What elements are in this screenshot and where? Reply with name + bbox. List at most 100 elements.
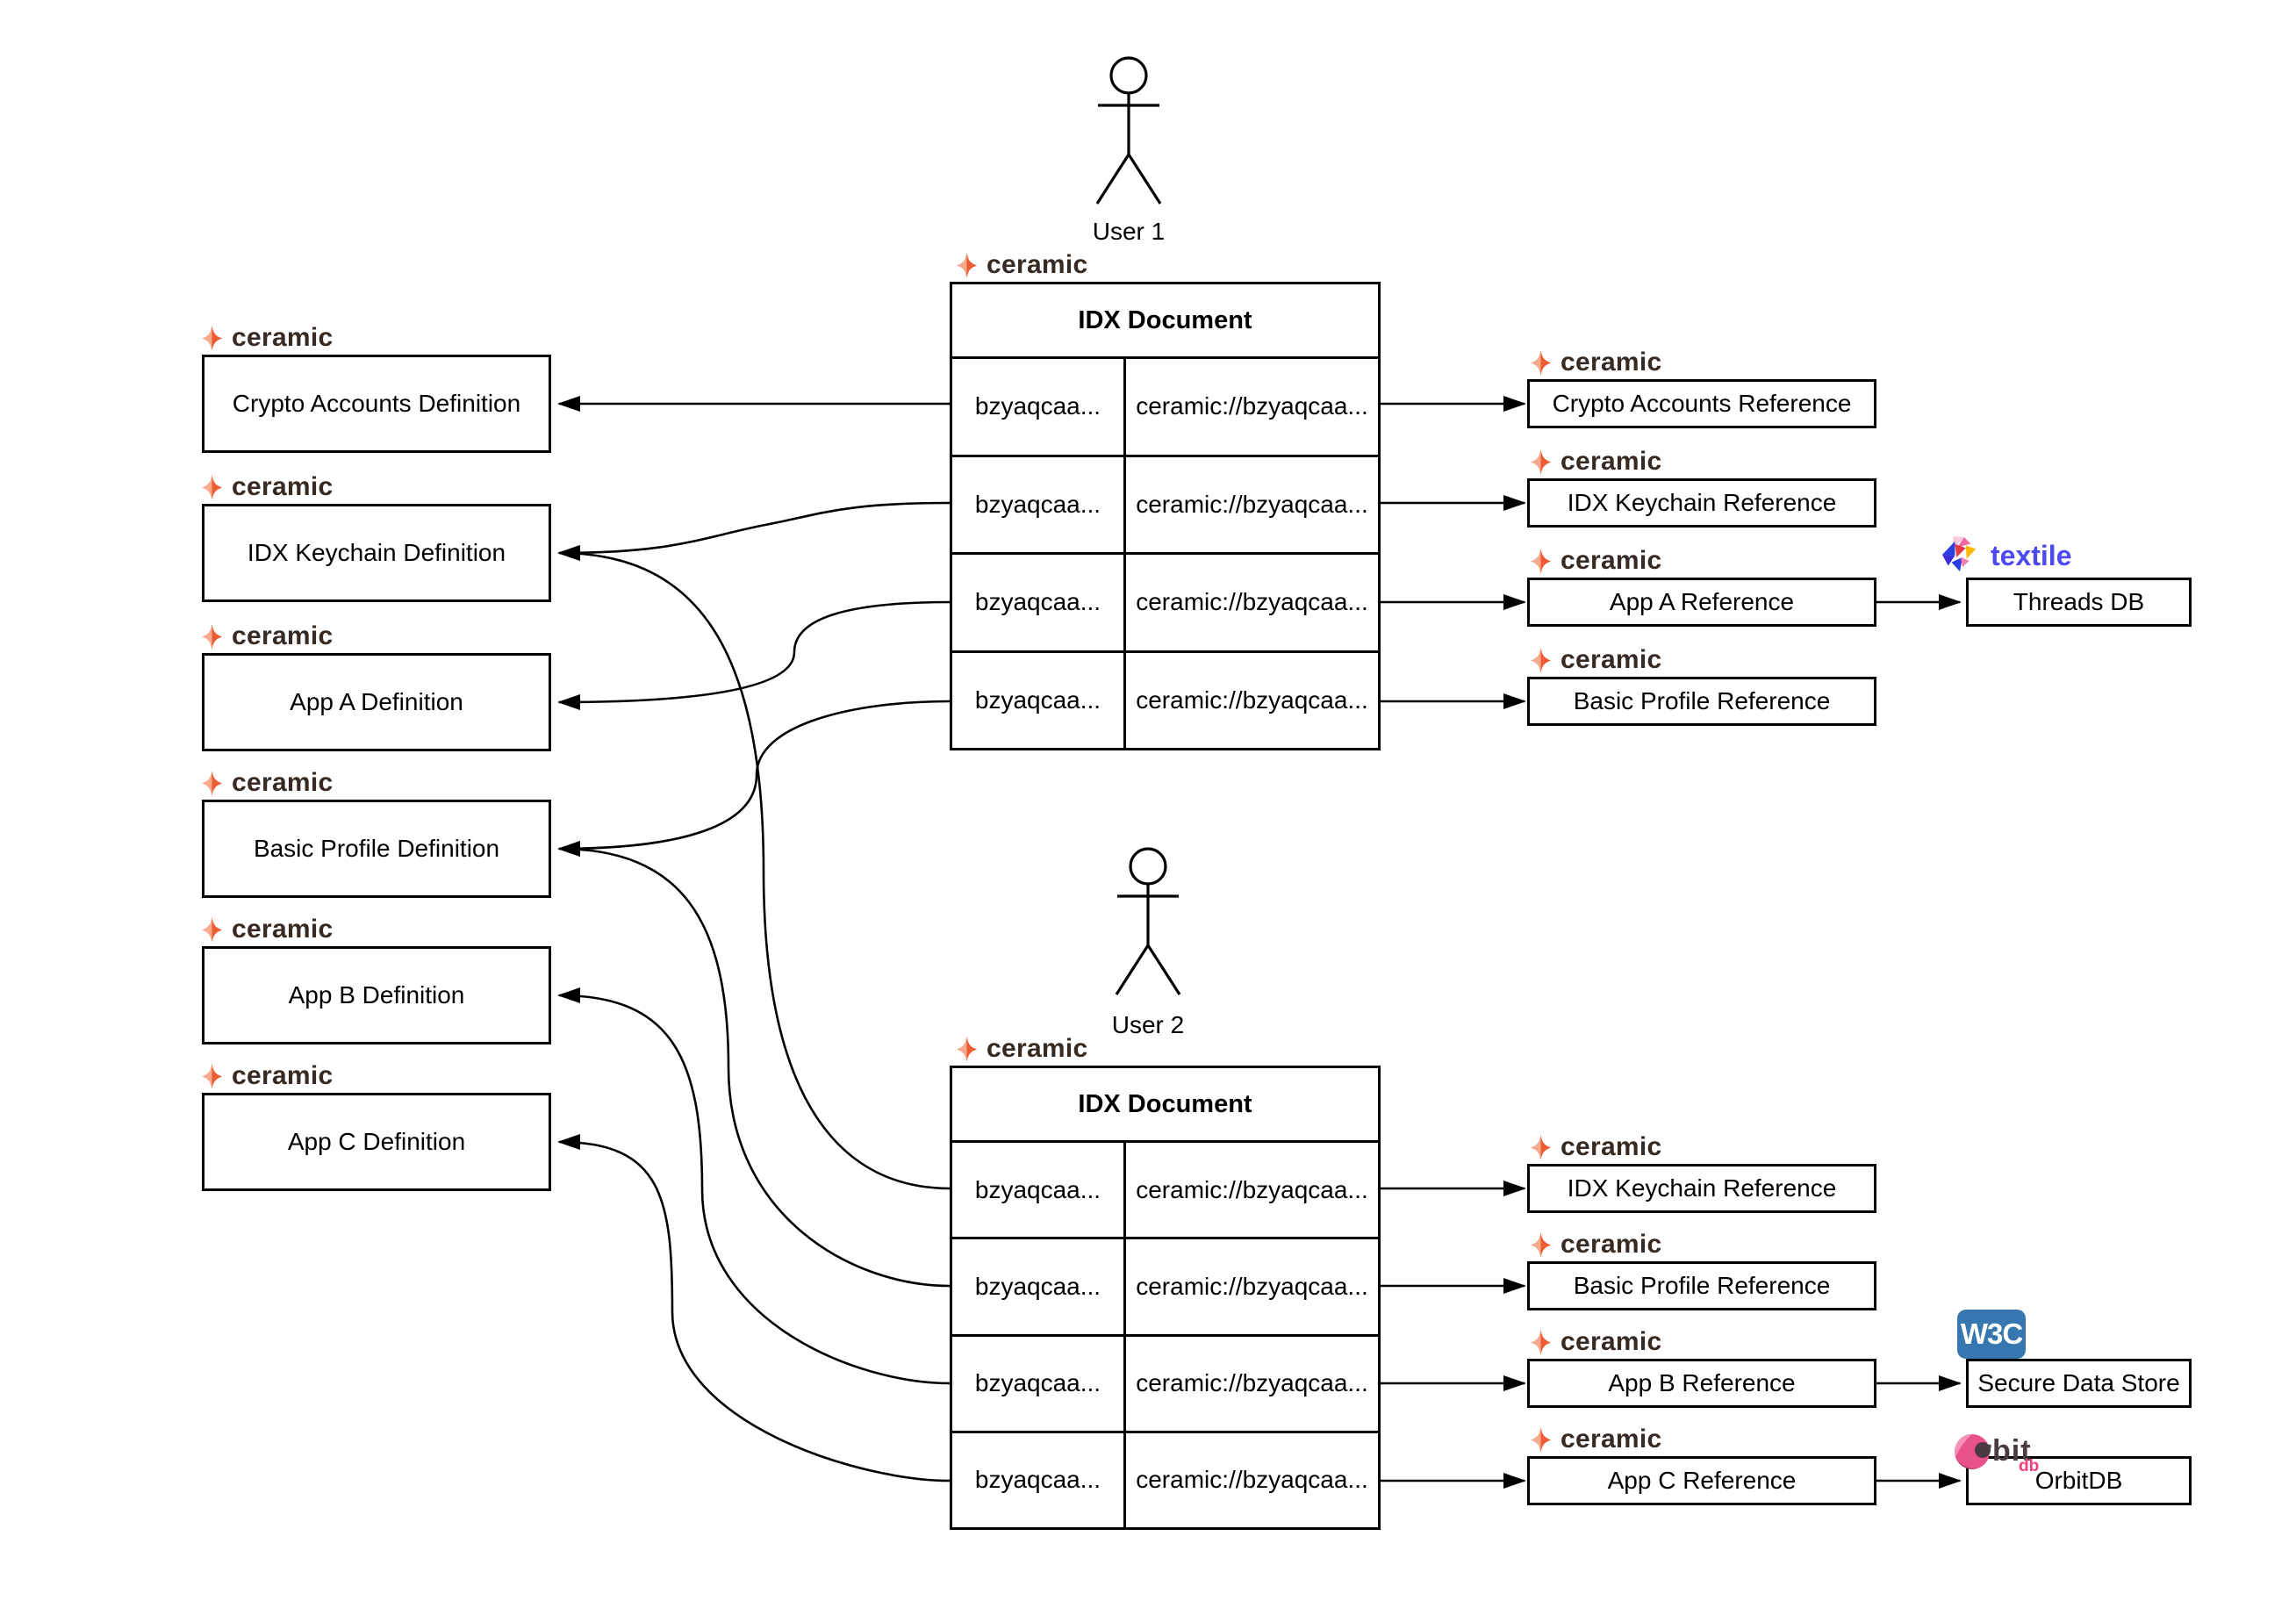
ceramic-logo: ceramic [200,1061,334,1091]
ceramic-star-icon [955,251,979,280]
app-c-reference-box: App C Reference [1527,1456,1876,1505]
edge-doc1-row3-to-app-a-definition [557,600,951,710]
table-row: bzyaqcaa... ceramic://bzyaqcaa... [952,1333,1378,1431]
ceramic-star-icon [955,1035,979,1064]
ceramic-logo-text: ceramic [232,1061,334,1090]
user-2-label: User 2 [1111,1011,1185,1038]
doc-row-uri: ceramic://bzyaqcaa... [1136,1466,1368,1494]
orbit-db-logo-text: db [2019,1457,2040,1475]
doc-row-key: bzyaqcaa... [952,1336,1126,1431]
doc-row-uri: ceramic://bzyaqcaa... [1136,392,1368,420]
app-b-definition-box: App B Definition [202,946,551,1044]
ceramic-star-icon [1529,1231,1553,1260]
ceramic-logo-text: ceramic [232,915,334,944]
ceramic-logo-text: ceramic [1561,447,1662,476]
edge-doc1-row2-to-idx-keychain-definition [557,501,951,561]
ceramic-star-icon [1529,448,1553,477]
doc-row-key: bzyaqcaa... [952,1432,1126,1527]
doc-row-key: bzyaqcaa... [952,555,1126,650]
ceramic-logo-text: ceramic [1561,1132,1662,1161]
edge-doc2-row2-to-basic-profile-definition [557,841,951,1288]
ceramic-logo: ceramic [200,621,334,651]
table-row: bzyaqcaa... ceramic://bzyaqcaa... [952,359,1378,455]
idx-document-table-user1: IDX Document bzyaqcaa... ceramic://bzyaq… [950,282,1381,750]
idx-document-title: IDX Document [952,284,1378,359]
ceramic-logo: ceramic [1529,645,1662,675]
crypto-accounts-definition-box: Crypto Accounts Definition [202,355,551,453]
ceramic-logo-text: ceramic [232,472,334,501]
person-head-icon [1109,56,1148,95]
ceramic-logo-text: ceramic [1561,1327,1662,1356]
ceramic-logo: ceramic [1529,1230,1662,1260]
doc-row-uri: ceramic://bzyaqcaa... [1136,1369,1368,1397]
w3c-logo: W3C [1957,1310,2026,1359]
user-1-figure [1095,56,1162,205]
ceramic-star-icon [200,622,224,651]
ceramic-logo-text: ceramic [232,323,334,352]
ceramic-star-icon [200,1062,224,1091]
user-2-figure [1115,847,1181,995]
idx-keychain-reference-box: IDX Keychain Reference [1527,1164,1876,1213]
table-row: bzyaqcaa... ceramic://bzyaqcaa... [952,1143,1378,1238]
ceramic-logo: ceramic [200,915,334,944]
edge-doc2-row3-to-app-b-definition [557,987,951,1385]
ceramic-logo-text: ceramic [1561,1230,1662,1259]
ceramic-star-icon [1529,1328,1553,1357]
doc-row-key: bzyaqcaa... [952,456,1126,552]
edge-doc2-row1-to-idx-keychain-definition [557,545,951,1190]
textile-logo: textile [1941,535,2071,576]
ceramic-logo-text: ceramic [987,1034,1088,1063]
doc-row-uri: ceramic://bzyaqcaa... [1136,686,1368,714]
doc-row-key: bzyaqcaa... [952,1143,1126,1238]
ceramic-logo-text: ceramic [1561,645,1662,674]
ceramic-logo: ceramic [1529,546,1662,576]
ceramic-logo: ceramic [200,768,334,798]
ceramic-logo-text: ceramic [1561,1425,1662,1454]
idx-keychain-reference-box: IDX Keychain Reference [1527,478,1876,528]
doc-row-uri: ceramic://bzyaqcaa... [1136,588,1368,616]
doc-row-key: bzyaqcaa... [952,1239,1126,1334]
ceramic-logo: ceramic [1529,348,1662,377]
doc-row-uri: ceramic://bzyaqcaa... [1136,490,1368,518]
textile-logo-text: textile [1991,539,2072,571]
secure-data-store-box: Secure Data Store [1966,1359,2192,1408]
user-1-label: User 1 [1092,218,1166,245]
ceramic-logo-text: ceramic [232,621,334,650]
doc-row-uri: ceramic://bzyaqcaa... [1136,1272,1368,1300]
ceramic-logo: ceramic [200,472,334,502]
ceramic-star-icon [1529,646,1553,675]
orbit-sphere-icon [1955,1434,1991,1469]
ceramic-logo-text: ceramic [1561,546,1662,575]
person-head-icon [1129,847,1167,886]
table-row: bzyaqcaa... ceramic://bzyaqcaa... [952,1237,1378,1334]
doc-row-key: bzyaqcaa... [952,652,1126,748]
edge-doc2-row4-to-app-c-definition [557,1134,951,1482]
idx-document-table-user2: IDX Document bzyaqcaa... ceramic://bzyaq… [950,1066,1381,1530]
ceramic-logo: ceramic [955,1034,1088,1064]
ceramic-star-icon [200,769,224,798]
ceramic-logo-text: ceramic [232,768,334,797]
ceramic-logo: ceramic [200,323,334,353]
ceramic-star-icon [200,915,224,944]
orbitdb-box: OrbitDB [1966,1456,2192,1505]
basic-profile-reference-box: Basic Profile Reference [1527,1261,1876,1310]
crypto-accounts-reference-box: Crypto Accounts Reference [1527,379,1876,428]
doc-row-uri: ceramic://bzyaqcaa... [1136,1175,1368,1203]
ceramic-star-icon [1529,1133,1553,1162]
doc-row-key: bzyaqcaa... [952,359,1126,455]
table-row: bzyaqcaa... ceramic://bzyaqcaa... [952,650,1378,748]
ceramic-star-icon [1529,1425,1553,1454]
ceramic-logo: ceramic [1529,447,1662,477]
table-row: bzyaqcaa... ceramic://bzyaqcaa... [952,1430,1378,1527]
ceramic-star-icon [200,324,224,353]
ceramic-logo: ceramic [955,250,1088,280]
ceramic-logo-text: ceramic [1561,348,1662,377]
table-row: bzyaqcaa... ceramic://bzyaqcaa... [952,454,1378,552]
basic-profile-reference-box: Basic Profile Reference [1527,677,1876,726]
basic-profile-definition-box: Basic Profile Definition [202,800,551,898]
app-a-reference-box: App A Reference [1527,578,1876,627]
ceramic-star-icon [200,473,224,502]
app-a-definition-box: App A Definition [202,653,551,751]
ceramic-star-icon [1529,348,1553,377]
